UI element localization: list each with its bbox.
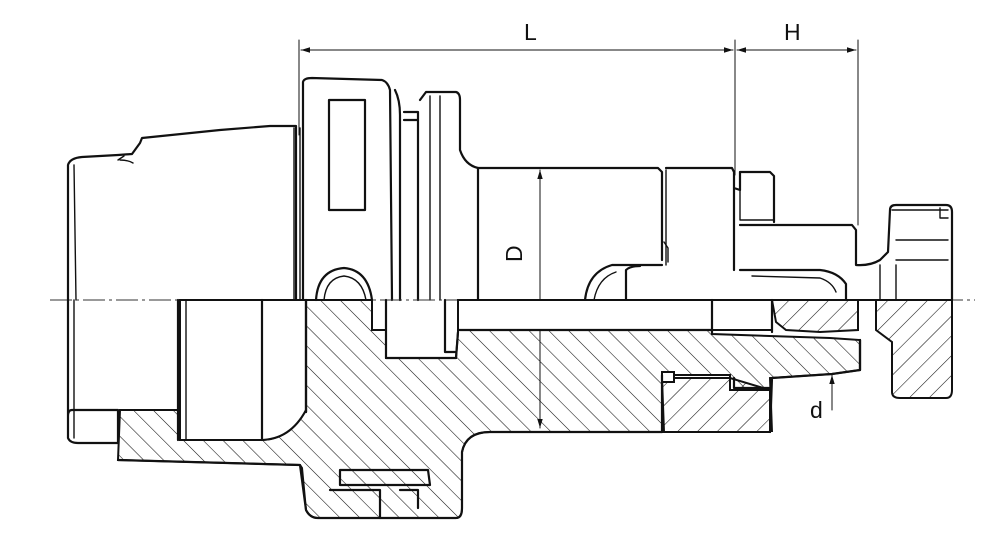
lower-outline — [116, 338, 862, 520]
upper-exterior-view — [66, 76, 954, 302]
dimension-H: H — [736, 19, 859, 226]
label-H: H — [784, 19, 801, 45]
label-D: D — [501, 245, 527, 262]
label-L: L — [524, 19, 537, 45]
dimension-d: d — [810, 374, 835, 423]
label-d: d — [810, 397, 823, 423]
dimension-L: L — [298, 19, 736, 176]
